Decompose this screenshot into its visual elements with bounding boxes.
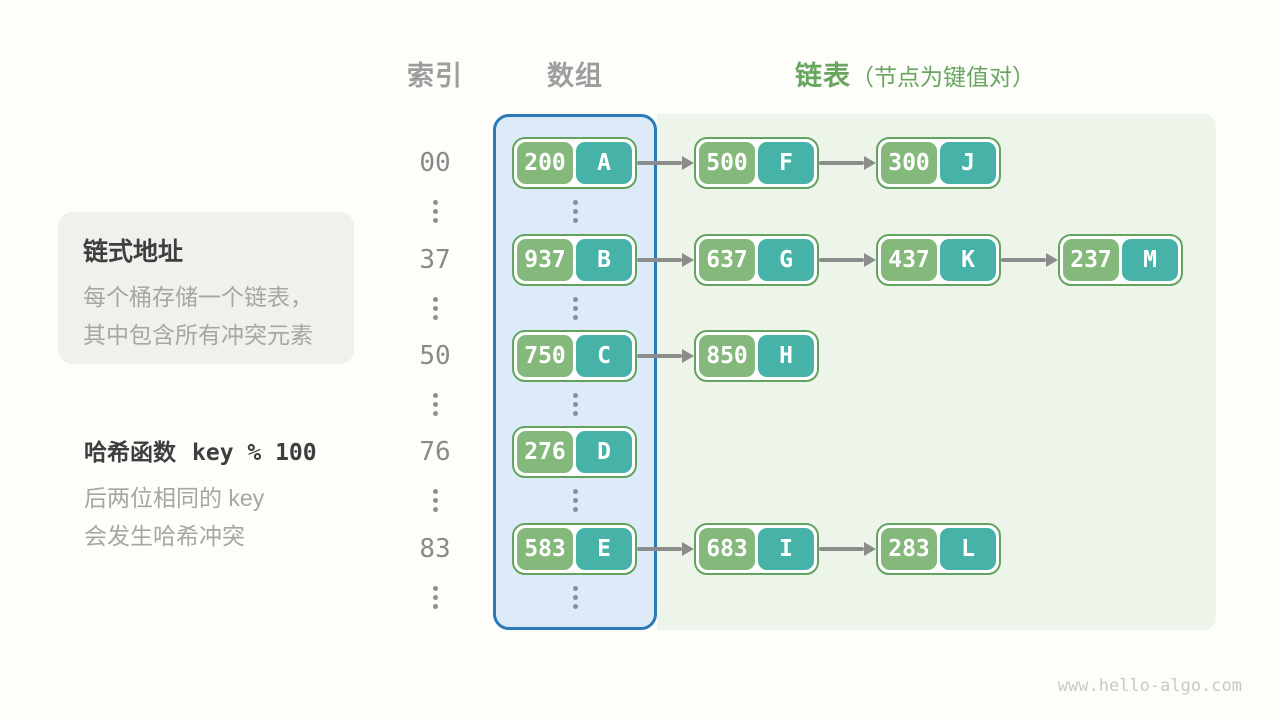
- pair-key: 500: [699, 142, 755, 184]
- vertical-ellipsis-icon: [432, 297, 438, 320]
- list-header-label: 链表: [795, 61, 851, 91]
- pair-value: L: [940, 528, 996, 570]
- bucket-index-label: 83: [419, 534, 451, 564]
- pair-key: 750: [517, 335, 573, 377]
- next-pointer-arrow: [637, 523, 694, 575]
- info-card-title: 链式地址: [83, 238, 184, 266]
- arrow-shaft: [637, 547, 682, 551]
- vertical-ellipsis-icon: [432, 393, 438, 416]
- pair-value: G: [758, 239, 814, 281]
- arrow-head-icon: [682, 253, 694, 267]
- pair-value: D: [576, 431, 632, 473]
- arrow-head-icon: [1046, 253, 1058, 267]
- pair-key: 637: [699, 239, 755, 281]
- pair-value: E: [576, 528, 632, 570]
- vertical-ellipsis-icon: [432, 489, 438, 512]
- arrow-shaft: [1001, 258, 1046, 262]
- bucket-index-label: 37: [419, 245, 451, 275]
- pair-value: K: [940, 239, 996, 281]
- next-pointer-arrow: [819, 234, 876, 286]
- pair-value: M: [1122, 239, 1178, 281]
- next-pointer-arrow: [637, 137, 694, 189]
- pair-value: C: [576, 335, 632, 377]
- chaining-info-card: 链式地址 每个桶存储一个链表， 其中包含所有冲突元素: [58, 212, 354, 364]
- hash-note-line: 会发生哈希冲突: [84, 523, 245, 549]
- pair-key: 683: [699, 528, 755, 570]
- pair-key: 237: [1063, 239, 1119, 281]
- bucket-index-label: 76: [419, 437, 451, 467]
- pair-value: B: [576, 239, 632, 281]
- vertical-ellipsis-icon: [572, 297, 578, 320]
- arrow-head-icon: [682, 156, 694, 170]
- hash-function-formula: key % 100: [192, 440, 317, 466]
- bucket-index-label: 00: [419, 148, 451, 178]
- pair-value: I: [758, 528, 814, 570]
- arrow-shaft: [637, 354, 682, 358]
- arrow-head-icon: [864, 253, 876, 267]
- list-column-header: 链表（节点为键值对）: [795, 54, 1035, 91]
- vertical-ellipsis-icon: [572, 586, 578, 609]
- arrow-head-icon: [864, 156, 876, 170]
- vertical-ellipsis-icon: [572, 489, 578, 512]
- pair-key: 583: [517, 528, 573, 570]
- info-card-line: 每个桶存储一个链表，: [83, 284, 313, 310]
- pair-key: 850: [699, 335, 755, 377]
- pair-key: 276: [517, 431, 573, 473]
- pair-key: 283: [881, 528, 937, 570]
- vertical-ellipsis-icon: [572, 393, 578, 416]
- pair-key: 300: [881, 142, 937, 184]
- pair-value: A: [576, 142, 632, 184]
- bucket-index-label: 50: [419, 341, 451, 371]
- hash-note-line: 后两位相同的 key: [84, 485, 265, 511]
- next-pointer-arrow: [1001, 234, 1058, 286]
- pair-value: J: [940, 142, 996, 184]
- info-card-line: 其中包含所有冲突元素: [83, 322, 313, 348]
- array-column-header: 数组: [547, 61, 603, 91]
- arrow-shaft: [637, 258, 682, 262]
- arrow-head-icon: [682, 542, 694, 556]
- arrow-shaft: [819, 258, 864, 262]
- next-pointer-arrow: [819, 523, 876, 575]
- pair-key: 437: [881, 239, 937, 281]
- pair-key: 200: [517, 142, 573, 184]
- arrow-shaft: [819, 161, 864, 165]
- arrow-shaft: [819, 547, 864, 551]
- pair-value: F: [758, 142, 814, 184]
- vertical-ellipsis-icon: [572, 200, 578, 223]
- list-header-note: （节点为键值对）: [851, 64, 1035, 90]
- pair-value: H: [758, 335, 814, 377]
- next-pointer-arrow: [819, 137, 876, 189]
- next-pointer-arrow: [637, 234, 694, 286]
- arrow-shaft: [637, 161, 682, 165]
- pair-key: 937: [517, 239, 573, 281]
- arrow-head-icon: [682, 349, 694, 363]
- index-column-header: 索引: [407, 61, 463, 91]
- watermark: www.hello-algo.com: [1057, 676, 1242, 696]
- hash-note-body: 后两位相同的 key 会发生哈希冲突: [84, 479, 317, 555]
- vertical-ellipsis-icon: [432, 200, 438, 223]
- vertical-ellipsis-icon: [432, 586, 438, 609]
- next-pointer-arrow: [637, 330, 694, 382]
- arrow-head-icon: [864, 542, 876, 556]
